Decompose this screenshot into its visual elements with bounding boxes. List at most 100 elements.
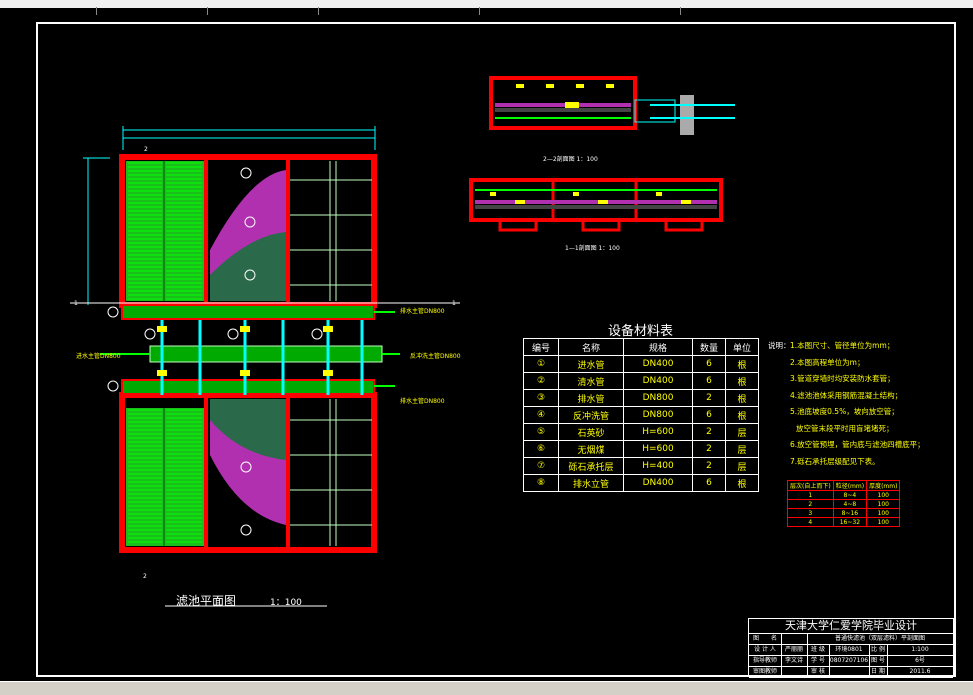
title-block-cell: [781, 666, 808, 677]
gradation-cell: 1: [787, 490, 834, 500]
materials-cell-qty: 2: [692, 423, 726, 441]
materials-cell-qty: 6: [692, 474, 726, 492]
materials-cell-name: 石英砂: [558, 423, 624, 441]
materials-cell-no: ④: [523, 406, 559, 424]
gradation-cell: 3: [787, 508, 834, 518]
materials-cell-name: 排水立管: [558, 474, 624, 492]
materials-header-row: 编号 名称 规格 数量 单位: [523, 338, 759, 356]
gradation-cell: 100: [866, 490, 901, 500]
inlet-main-label: 进水主管DN800: [76, 353, 121, 360]
section-mark-top: 2: [144, 146, 148, 153]
materials-table-title: 设备材料表: [608, 324, 674, 339]
materials-cell-spec: DN800: [623, 406, 693, 424]
drain-main-label-top: 排水主管DN800: [400, 308, 445, 315]
title-block-cell: 比 例: [869, 644, 888, 655]
materials-cell-qty: 6: [692, 406, 726, 424]
materials-cell-no: ⑤: [523, 423, 559, 441]
title-block-cell: 图 号: [869, 655, 888, 666]
title-block-school: 天津大学仁爱学院毕业设计: [749, 619, 953, 634]
note-item: 6.放空管预埋，管内底与滤池四槽底平；: [790, 440, 925, 449]
gradation-cell: 4~8: [832, 499, 868, 509]
materials-cell-qty: 2: [692, 457, 726, 475]
materials-cell-spec: DN400: [623, 372, 693, 390]
gradation-cell: 100: [866, 499, 901, 509]
materials-cell-qty: 2: [692, 440, 726, 458]
section-2-2-title: 2—2剖面图 1：100: [543, 156, 598, 163]
materials-cell-no: ②: [523, 372, 559, 390]
materials-cell-name: 清水管: [558, 372, 624, 390]
header-unit: 单位: [725, 338, 759, 356]
section-mark-right: 1: [452, 300, 456, 307]
title-block-cell: [829, 666, 870, 677]
title-block-cell: 严丽丽: [781, 644, 808, 655]
notes-lead: 说明：: [768, 341, 791, 350]
materials-cell-no: ⑦: [523, 457, 559, 475]
materials-cell-unit: 根: [725, 355, 759, 373]
title-block-cell: 0807207106: [829, 655, 870, 666]
title-block-cell: 日 期: [869, 666, 888, 677]
materials-cell-spec: H=400: [623, 457, 693, 475]
plan-title: 滤池平面图: [176, 594, 237, 608]
section-1-1: [469, 178, 723, 232]
upper-filter-basin: [119, 154, 377, 308]
note-item: 放空管末段平时用盲堵堵死；: [796, 423, 894, 433]
note-item: 7.砾石承托层级配见下表。: [790, 456, 880, 466]
materials-cell-unit: 层: [725, 440, 759, 458]
title-block-cell: 班 级: [807, 644, 830, 655]
materials-cell-unit: 根: [725, 372, 759, 390]
app-title-strip: [0, 0, 973, 15]
materials-cell-qty: 2: [692, 389, 726, 407]
materials-cell-spec: DN800: [623, 389, 693, 407]
materials-cell-no: ③: [523, 389, 559, 407]
materials-cell-no: ⑥: [523, 440, 559, 458]
materials-cell-spec: DN400: [623, 355, 693, 373]
title-block-cell: 图 名: [749, 633, 782, 644]
section-mark-bottom: 2: [143, 573, 147, 580]
materials-cell-unit: 层: [725, 457, 759, 475]
top-dimension: [122, 126, 376, 150]
gradation-cell: 4: [787, 517, 834, 527]
materials-cell-name: 排水管: [558, 389, 624, 407]
materials-cell-qty: 6: [692, 372, 726, 390]
title-block-cell: [781, 633, 808, 644]
title-block-cell: 2011.6: [887, 666, 954, 677]
note-item: 5.池底坡度0.5%，坡向放空管；: [790, 407, 899, 416]
title-block-cell: 1:100: [887, 644, 954, 655]
materials-cell-name: 进水管: [558, 355, 624, 373]
header-name: 名称: [558, 338, 624, 356]
header-qty: 数量: [692, 338, 726, 356]
pipe-gallery: [70, 302, 460, 395]
title-block-cell: 学 号: [807, 655, 830, 666]
plan-scale: 1：100: [270, 598, 302, 608]
backwash-main-label: 反冲洗主管DN800: [410, 353, 461, 360]
note-item: 1.本图尺寸、管径单位为mm；: [790, 341, 895, 350]
title-block-cell: 设 计 人: [749, 644, 782, 655]
materials-cell-name: 砾石承托层: [558, 457, 624, 475]
horizontal-scrollbar[interactable]: [0, 681, 973, 695]
materials-cell-no: ①: [523, 355, 559, 373]
materials-cell-unit: 根: [725, 389, 759, 407]
grad-header-thickness: 厚度(mm): [866, 480, 901, 491]
materials-cell-name: 无烟煤: [558, 440, 624, 458]
title-block-row: 图 名普通快滤池（双层滤料）平剖面图: [749, 633, 954, 645]
title-block-cell: 环境0801: [829, 644, 870, 655]
title-block: 天津大学仁爱学院毕业设计 图 名普通快滤池（双层滤料）平剖面图设 计 人严丽丽班…: [748, 618, 954, 678]
upper-gutter-stripes: [128, 162, 202, 300]
materials-cell-spec: DN400: [623, 474, 693, 492]
title-block-cell: 指导教师: [749, 655, 782, 666]
materials-cell-qty: 6: [692, 355, 726, 373]
